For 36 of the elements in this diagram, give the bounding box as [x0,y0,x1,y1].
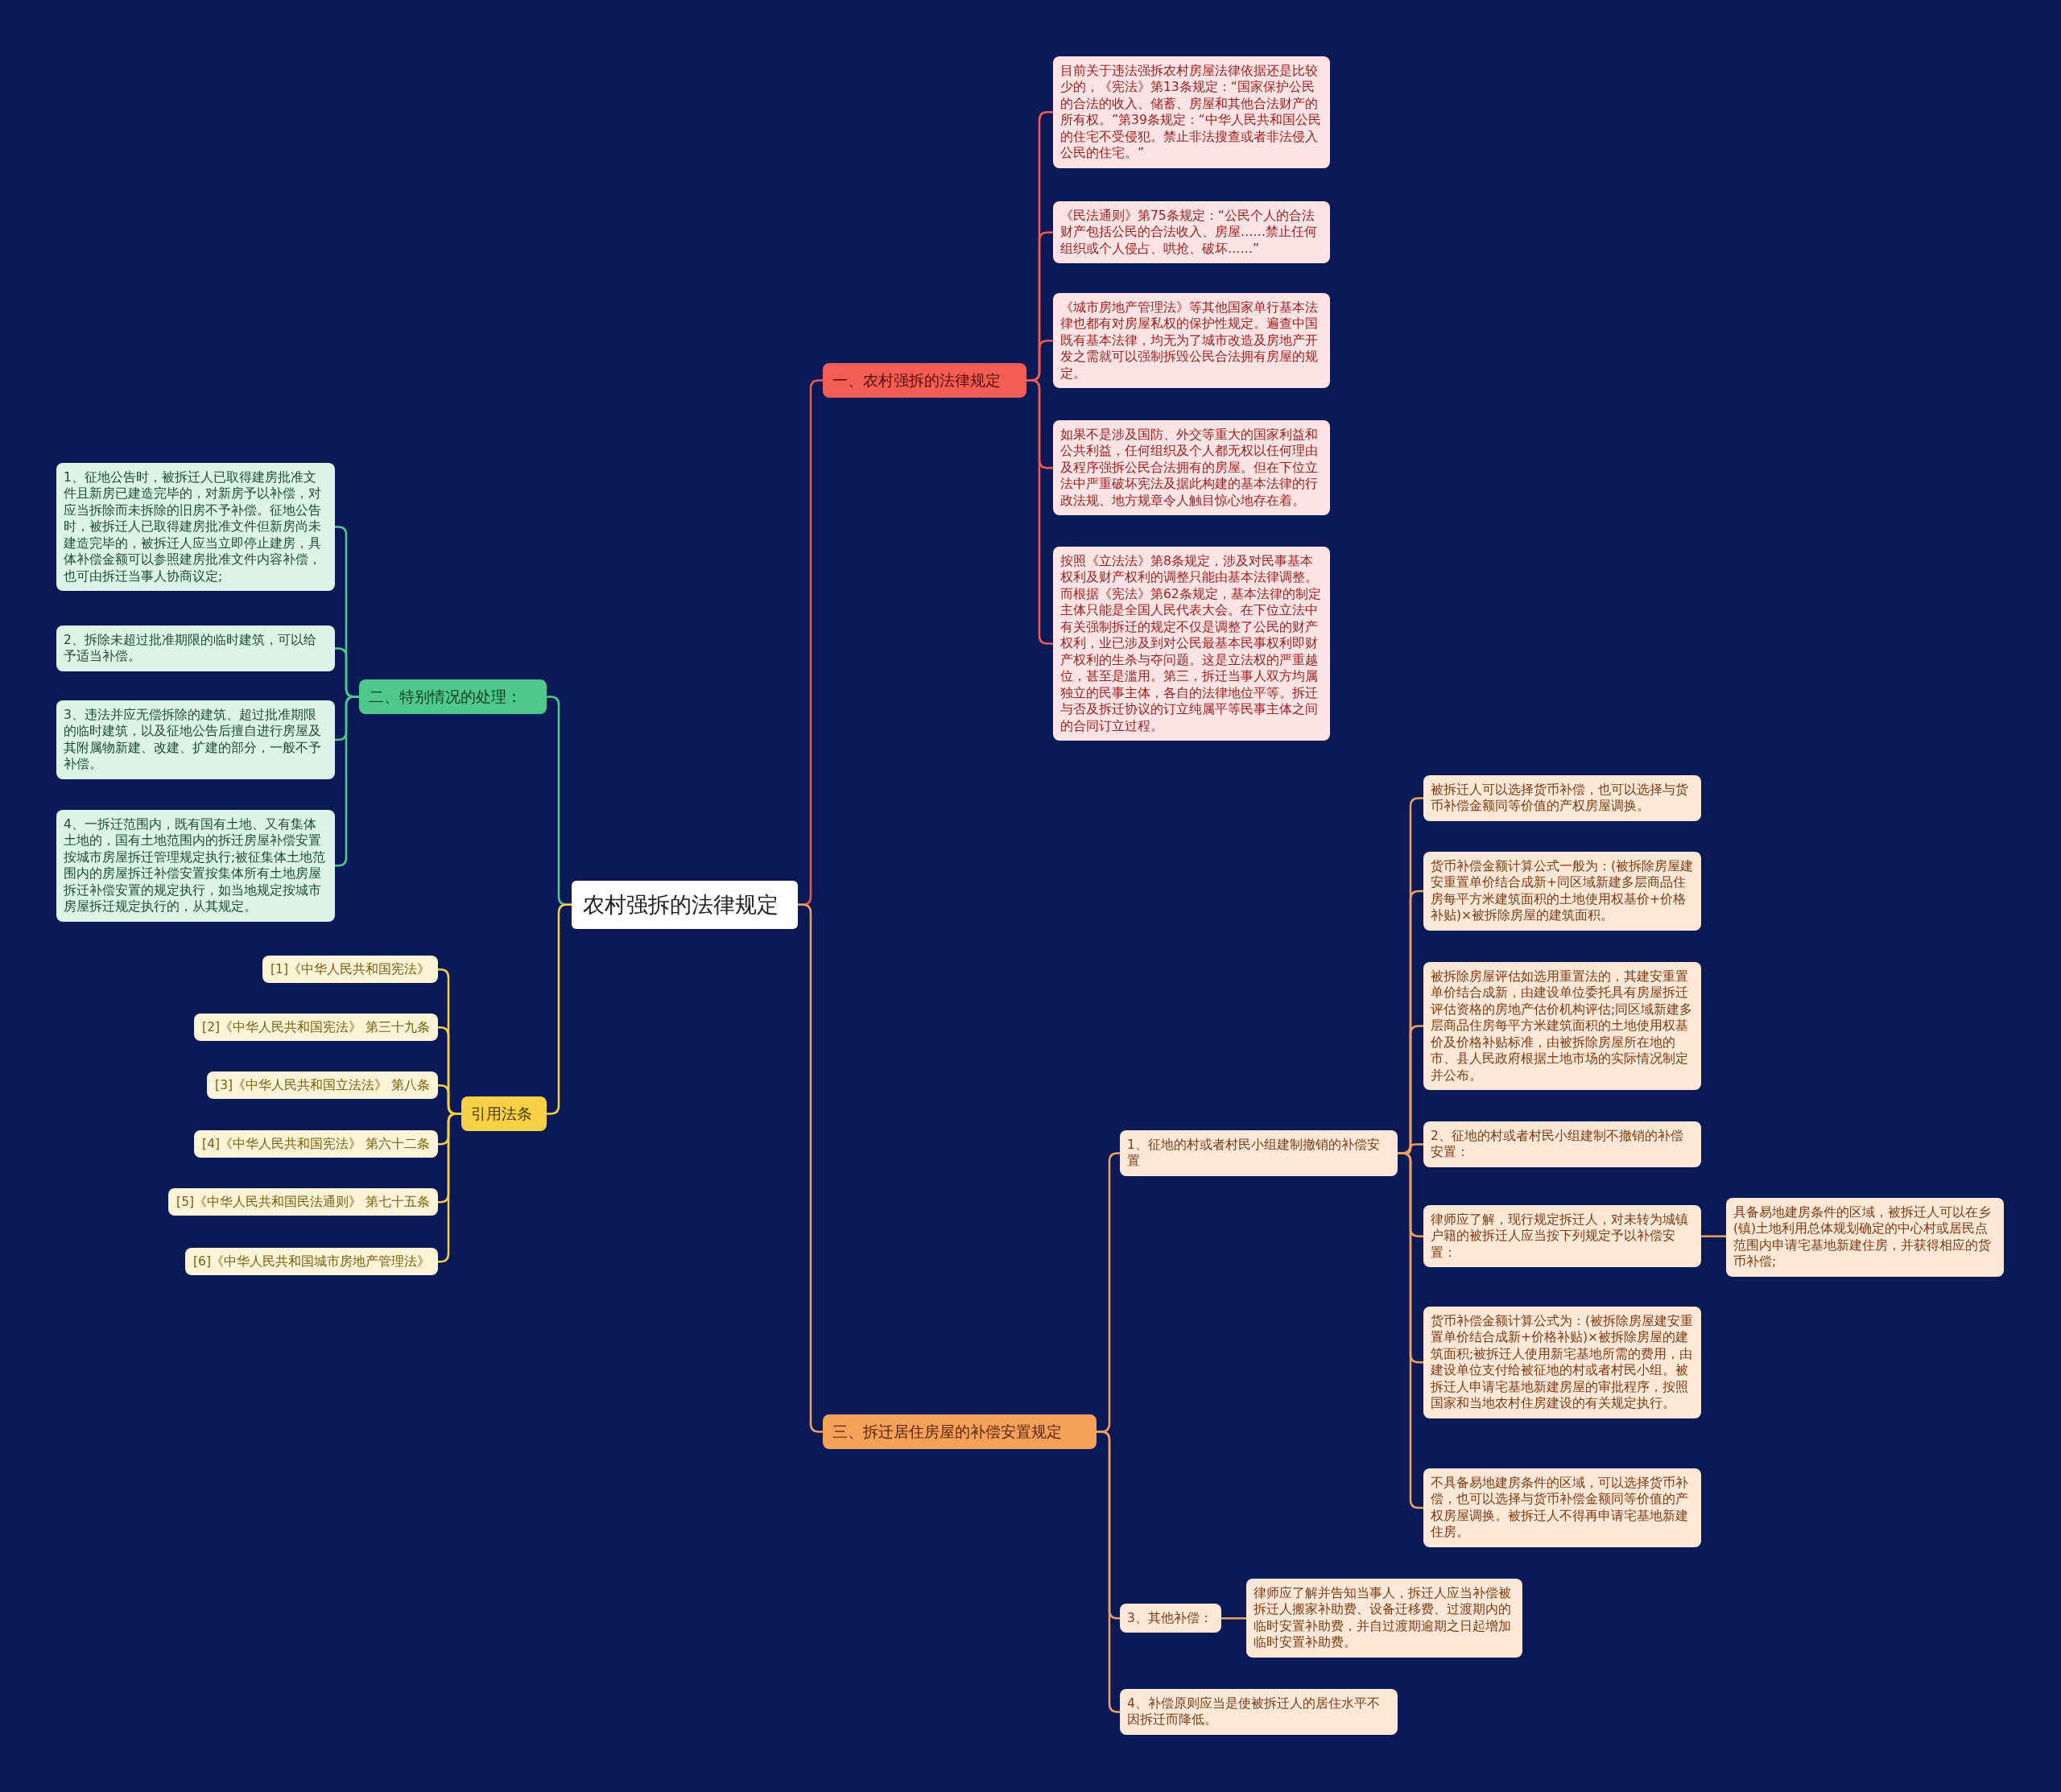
connector-line [1221,1617,1246,1620]
reference-box: [3]《中华人民共和国立法法》 第八条 [207,1071,438,1100]
reference-box: [6]《中华人民共和国城市房地产管理法》 [185,1248,438,1276]
note-box: 4、一拆迁范围内，既有国有土地、又有集体土地的，国有土地范围内的拆迁房屋补偿安置按城市房屋拆迁管理规定执行;被征集体土地范围内的房屋拆迁补偿安置按集体所有土地房屋拆迁补偿安置的规定执行，如当地规定按城市房屋拆迁规定执行的，从其规定。 [56,810,335,922]
subtopic-box: 4、补偿原则应当是使被拆迁人的居住水平不因拆迁而降低。 [1120,1689,1398,1735]
note-box: 具备易地建房条件的区域，被拆迁人可以在乡(镇)土地利用总体规划确定的中心村或居民点范围内申请宅基地新建住房，并获得相应的货币补偿; [1726,1198,2004,1277]
subtopic-box: 2、征地的村或者村民小组建制不撤销的补偿安置： [1423,1121,1701,1167]
note-box: 按照《立法法》第8条规定，涉及对民事基本权利及财产权利的调整只能由基本法律调整。而根据《宪法》第62条规定，基本法律的制定主体只能是全国人民代表大会。在下位立法中有关强制拆迁的规定不仅是调整了公民的财产权利，业已涉及到对公民最基本民事权利即财产权利的生杀与夺问题。这是立法权的严重越位，甚至是滥用。第三，拆迁当事人双方均属独立的民事主体，各自的法律地位平等。拆迁与否及拆迁协议的订立纯属平等民事主体之间的合同订立过程。 [1053,547,1330,741]
subtopic-box: 3、其他补偿： [1120,1604,1221,1633]
reference-box: [1]《中华人民共和国宪法》 [262,956,438,984]
note-box: 《城市房地产管理法》等其他国家单行基本法律也都有对房屋私权的保护性规定。遍查中国既有基本法律，均无为了城市改造及房地产开发之需就可以强制拆毁公民合法拥有房屋的规定。 [1053,293,1330,389]
branch-box: 引用法条 [461,1096,547,1132]
note-box: 被拆除房屋评估如选用重置法的，其建安重置单价结合成新，由建设单位委托具有房屋拆迁评估资格的房地产估价机构评估;同区域新建多层商品住房每平方米建筑面积的土地使用权基价及价格补贴标准，由被拆除房屋所在地的市、县人民政府根据土地市场的实际情况制定并公布。 [1423,962,1701,1091]
note-box: 1、征地公告时，被拆迁人已取得建房批准文件且新房已建造完毕的，对新房予以补偿，对应当拆除而未拆除的旧房不予补偿。征地公告时，被拆迁人已取得建房批准文件但新房尚未建造完毕的，被拆迁人应当立即停止建房，具体补偿金额可以参照建房批准文件内容补偿，也可由拆迁当事人协商议定; [56,463,335,592]
branch-box: 二、特别情况的处理： [359,679,547,715]
reference-box: [5]《中华人民共和国民法通则》 第七十五条 [168,1188,438,1216]
reference-box: [2]《中华人民共和国宪法》 第三十九条 [194,1014,438,1042]
connector-line [1398,1152,1423,1509]
connector-line [335,696,359,867]
note-box: 2、拆除未超过批准期限的临时建筑，可以给予适当补偿。 [56,626,335,671]
note-box: 3、违法并应无偿拆除的建筑、超过批准期限的临时建筑，以及征地公告后擅自进行房屋及其附属物新建、改建、扩建的部分，一般不予补偿。 [56,700,335,779]
note-box: 律师应了解，现行规定拆迁人，对未转为城镇户籍的被拆迁人应当按下列规定予以补偿安置： [1423,1205,1701,1268]
note-box: 如果不是涉及国防、外交等重大的国家利益和公共利益，任何组织及个人都无权以任何理由及程序强拆公民合法拥有的房屋。但在下位立法中严重破坏宪法及据此构建的基本法律的行政法规、地方规章令人触目惊心地存在着。 [1053,420,1330,516]
subtopic-box: 1、征地的村或者村民小组建制撤销的补偿安置 [1120,1130,1398,1176]
reference-box: [4]《中华人民共和国宪法》 第六十二条 [194,1130,438,1158]
connector-line [1701,1235,1726,1237]
note-box: 货币补偿金额计算公式一般为：(被拆除房屋建安重置单价结合成新+同区域新建多层商品住房每平方米建筑面积的土地使用权基价+价格补贴)×被拆除房屋的建筑面积。 [1423,852,1701,931]
note-box: 被拆迁人可以选择货币补偿，也可以选择与货币补偿金额同等价值的产权房屋调换。 [1423,775,1701,821]
note-box: 货币补偿金额计算公式为：(被拆除房屋建安重置单价结合成新+价格补贴)×被拆除房屋的建筑面积;被拆迁人使用新宅基地所需的费用，由建设单位支付给被征地的村或者村民小组。被拆迁人申请宅基地新建房屋的审批程序，按照国家和当地农村住房建设的有关规定执行。 [1423,1307,1701,1418]
branch-box: 三、拆迁居住房屋的补偿安置规定 [823,1414,1097,1450]
note-box: 《民法通则》第75条规定：“公民个人的合法财产包括公民的合法收入、房屋……禁止任何组织或个人侵占、哄抢、破坏……” [1053,201,1330,264]
central-topic-box: 农村强拆的法律规定 [572,881,798,929]
note-box: 律师应了解并告知当事人，拆迁人应当补偿被拆迁人搬家补助费、设备迁移费、过渡期内的临时安置补助费，并自过渡期逾期之日起增加临时安置补助费。 [1246,1579,1522,1658]
note-box: 目前关于违法强拆农村房屋法律依据还是比较少的，《宪法》第13条规定：“国家保护公民的合法的收入、储蓄、房屋和其他合法财产的所有权。”第39条规定：“中华人民共和国公民的住宅不受侵犯。禁止非法搜查或者非法侵入公民的住宅。” [1053,56,1330,168]
note-box: 不具备易地建房条件的区域，可以选择货币补偿，也可以选择与货币补偿金额同等价值的产权房屋调换。被拆迁人不得再申请宅基地新建住房。 [1423,1468,1701,1547]
branch-box: 一、农村强拆的法律规定 [823,363,1026,398]
